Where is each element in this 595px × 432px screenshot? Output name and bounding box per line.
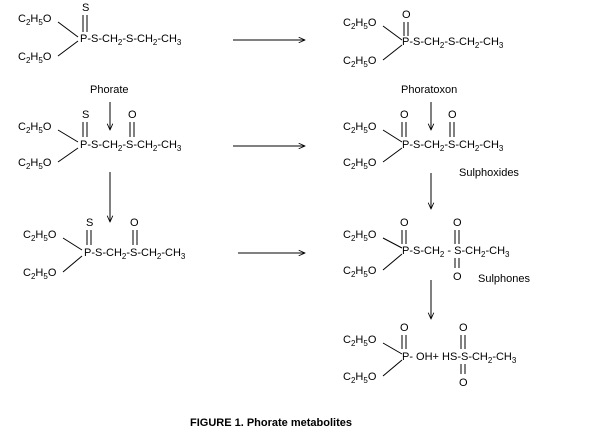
label-sulphoxides: Sulphoxides	[459, 167, 519, 179]
ethoxy-group-bottom: C2H5O	[23, 267, 57, 281]
label-phorate: Phorate	[90, 84, 129, 96]
structure-phorate: C2H5O C2H5O S P-S-CH2-S-CH2-CH3	[18, 2, 182, 65]
sulfone-oxygen-top: O	[459, 322, 468, 334]
oxo-oxygen: O	[400, 217, 409, 229]
phorate-chain: P-S-CH2-S-CH2-CH3	[80, 33, 182, 47]
phorate-sulphone-chain: P-S-CH2-S-CH2-CH3	[84, 247, 186, 261]
ethoxy-group-bottom: C2H5O	[18, 157, 52, 171]
ethoxy-group-bottom: C2H5O	[343, 55, 377, 69]
ethoxy-group-top: C2H5O	[18, 121, 52, 135]
ethoxy-group-top: C2H5O	[343, 121, 377, 135]
sulfone-oxygen-top: O	[453, 217, 462, 229]
ethoxy-group-bottom: C2H5O	[343, 371, 377, 385]
ethoxy-group-top: C2H5O	[343, 229, 377, 243]
structure-phorate-sulphone: C2H5O C2H5O S O P-S-CH2-S-CH2-CH3	[23, 217, 186, 281]
thiono-sulfur: S	[86, 217, 93, 229]
ethoxy-group-top: C2H5O	[343, 17, 377, 31]
oxo-oxygen: O	[400, 109, 409, 121]
hydrolysis-chain: P- OH+ HS-S-CH2-CH3	[402, 351, 517, 365]
structure-phoratoxon-sulphoxide: C2H5O C2H5O O O P-S-CH2-S-CH2-CH3	[343, 109, 504, 171]
phoratoxon-chain: P-S-CH2-S-CH2-CH3	[402, 36, 504, 50]
phoratoxon-sulphoxide-chain: P-S-CH2-S-CH2-CH3	[402, 139, 504, 153]
ethoxy-group-top: C2H5O	[18, 13, 52, 27]
thiono-sulfur: S	[82, 2, 89, 14]
structure-phorate-sulphoxide: C2H5O C2H5O S O P-S-CH2-S-CH2-CH3	[18, 109, 182, 171]
sulfoxide-oxygen: O	[128, 109, 137, 121]
sulfoxide-oxygen: O	[448, 109, 457, 121]
label-sulphones: Sulphones	[478, 273, 530, 285]
structure-hydrolysis-products: C2H5O C2H5O O O P- OH+ HS-S-CH2-CH3 O	[343, 322, 517, 389]
phorate-sulphoxide-chain: P-S-CH2-S-CH2-CH3	[80, 139, 182, 153]
thiono-sulfur: S	[82, 109, 89, 121]
ethoxy-group-bottom: C2H5O	[343, 265, 377, 279]
oxo-oxygen: O	[402, 9, 411, 21]
ethoxy-group-top: C2H5O	[23, 229, 57, 243]
phoratoxon-sulphone-chain: P-S-CH2 - S-CH2-CH3	[402, 245, 510, 259]
ethoxy-group-bottom: C2H5O	[343, 157, 377, 171]
oxo-oxygen: O	[400, 322, 409, 334]
label-phoratoxon: Phoratoxon	[401, 84, 457, 96]
figure-caption: FIGURE 1. Phorate metabolites	[190, 417, 352, 429]
ethoxy-group-bottom: C2H5O	[18, 51, 52, 65]
structure-phoratoxon: C2H5O C2H5O O P-S-CH2-S-CH2-CH3	[343, 9, 504, 69]
sulfone-oxygen-bottom: O	[453, 271, 462, 283]
sulfone-oxygen-bottom: O	[459, 377, 468, 389]
ethoxy-group-top: C2H5O	[343, 334, 377, 348]
sulfone-oxygen: O	[130, 217, 139, 229]
